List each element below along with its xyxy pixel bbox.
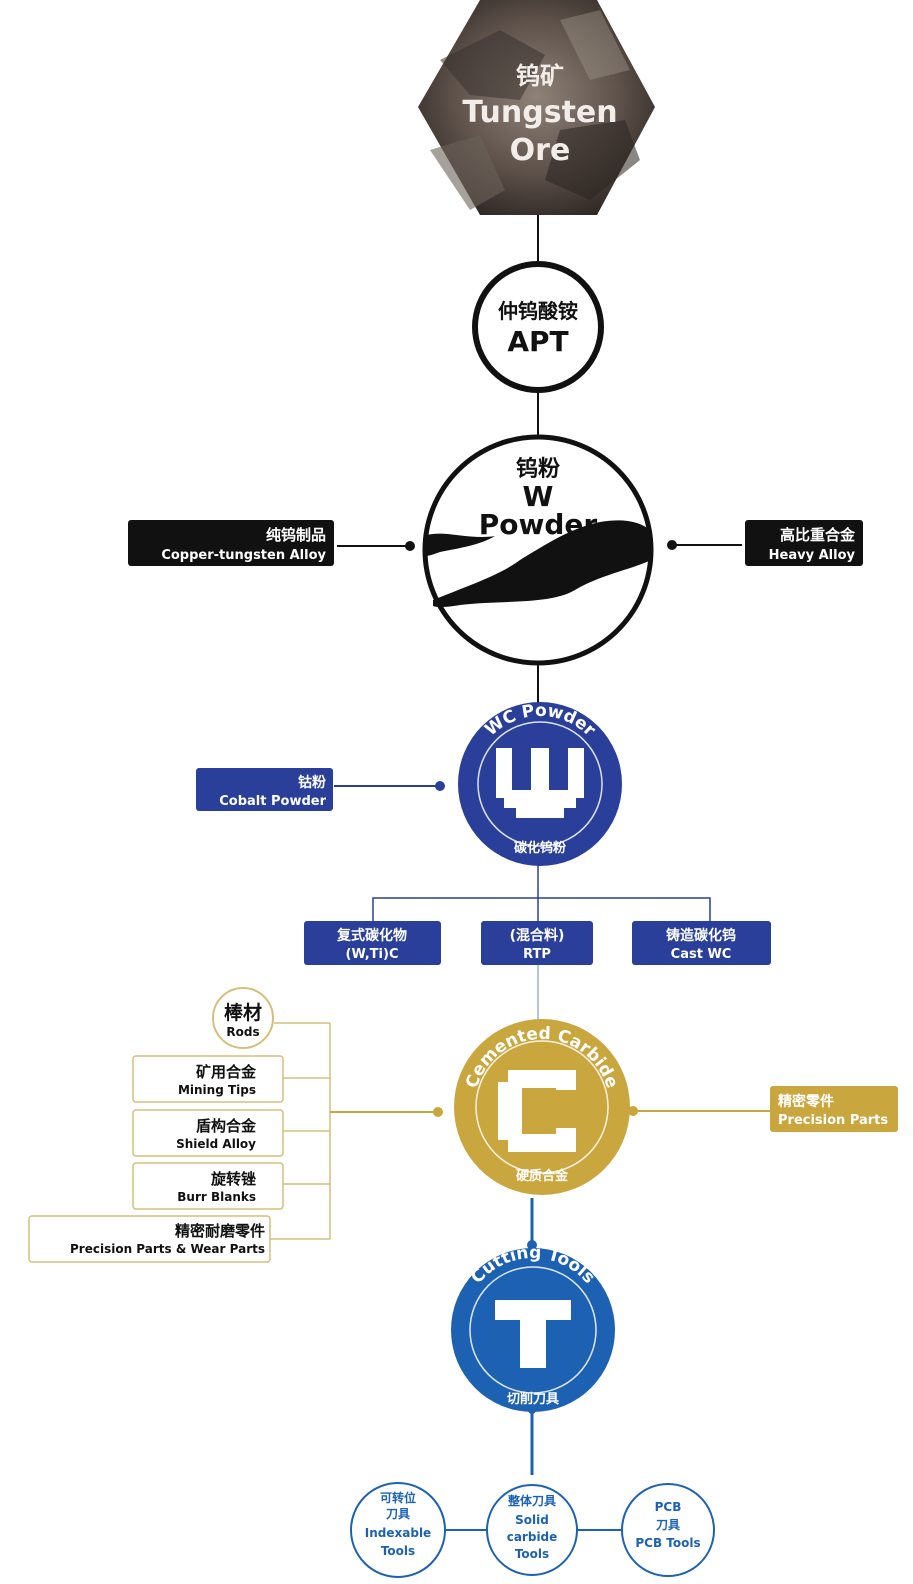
tool-line: Indexable <box>365 1526 431 1540</box>
tool-line: 刀具 <box>386 1507 410 1521</box>
carbide-product-en: Precision Parts & Wear Parts <box>70 1242 265 1256</box>
carbide-product-shield-alloy: 盾构合金 Shield Alloy <box>132 1109 284 1157</box>
copper-tungsten-en: Copper-tungsten Alloy <box>161 548 326 563</box>
apt-node: 仲钨酸铵 APT <box>472 261 604 393</box>
precision-parts-cn: 精密零件 <box>778 1093 834 1110</box>
w-powder-cn-label: 钨粉 <box>516 457 560 482</box>
w-powder-node: 钨粉 W Powder <box>422 434 654 666</box>
intermediate-cn: (混合料) <box>510 927 565 944</box>
intermediate-en: Cast WC <box>671 947 732 962</box>
cobalt-powder-cn: 钴粉 <box>298 774 326 791</box>
rods-cn: 棒材 <box>224 1001 262 1024</box>
intermediate-en: (W,Ti)C <box>346 947 399 962</box>
carbide-product-cn: 矿用合金 <box>196 1063 257 1081</box>
w-letter-icon <box>496 748 584 818</box>
cutting-tools-cn-label: 切削刀具 <box>507 1391 559 1407</box>
cutting-tools-node: Cutting Tools 切削刀具 <box>451 1243 615 1412</box>
tool-line: 可转位 <box>380 1490 416 1505</box>
tool-line: Tools <box>515 1547 549 1561</box>
carbide-product-cn: 旋转锉 <box>210 1170 256 1188</box>
carbide-product-precision-wear-parts: 精密耐磨零件 Precision Parts & Wear Parts <box>28 1215 271 1263</box>
wc-powder-node: WC Powder 碳化钨粉 <box>458 701 622 866</box>
intermediate-box-wtic: 复式碳化物 (W,Ti)C <box>304 921 441 965</box>
tool-line: 刀具 <box>656 1518 680 1532</box>
rods-en: Rods <box>226 1025 259 1039</box>
carbide-product-cn: 盾构合金 <box>196 1117 257 1135</box>
ore-cn-label: 钨矿 <box>516 62 564 90</box>
carbide-product-en: Burr Blanks <box>177 1190 256 1204</box>
heavy-alloy-box: 高比重合金 Heavy Alloy <box>745 520 863 566</box>
heavy-alloy-cn: 高比重合金 <box>780 526 856 544</box>
intermediate-cn: 铸造碳化钨 <box>666 927 736 944</box>
intermediate-en: RTP <box>523 947 551 962</box>
tool-line: Tools <box>381 1544 415 1558</box>
copper-tungsten-cn: 纯钨制品 <box>266 526 326 544</box>
heavy-alloy-en: Heavy Alloy <box>769 548 856 563</box>
powder-hill-icon <box>426 533 495 556</box>
cobalt-powder-box: 钴粉 Cobalt Powder <box>196 768 333 811</box>
w-powder-en-label-1: W <box>523 480 554 513</box>
carbide-product-mining-tips: 矿用合金 Mining Tips <box>132 1055 284 1103</box>
tool-line: PCB Tools <box>635 1536 700 1550</box>
connectors <box>270 215 770 1531</box>
precision-parts-box: 精密零件 Precision Parts <box>770 1086 898 1132</box>
tool-type-pcb: PCB 刀具 PCB Tools <box>621 1483 715 1577</box>
ore-en-label-2: Ore <box>510 133 571 168</box>
carbide-product-burr-blanks: 旋转锉 Burr Blanks <box>132 1162 284 1210</box>
apt-cn-label: 仲钨酸铵 <box>498 299 578 323</box>
carbide-product-en: Mining Tips <box>178 1083 256 1097</box>
intermediate-box-cast-wc: 铸造碳化钨 Cast WC <box>632 921 771 965</box>
powder-mound-icon <box>433 520 651 608</box>
t-letter-icon <box>495 1300 571 1368</box>
rods-node: 棒材 Rods <box>212 987 274 1049</box>
ore-en-label-1: Tungsten <box>462 95 617 130</box>
w-powder-en-label-2: Powder <box>479 508 598 541</box>
c-letter-icon <box>498 1070 576 1152</box>
wc-powder-cn-label: 碳化钨粉 <box>514 840 566 856</box>
apt-en-label: APT <box>507 325 568 358</box>
tool-line: carbide <box>507 1530 558 1544</box>
cemented-carbide-cn-label: 硬质合金 <box>516 1168 569 1184</box>
tool-line: Solid <box>515 1513 549 1527</box>
intermediate-cn: 复式碳化物 <box>336 927 407 944</box>
tool-line: 整体刀具 <box>507 1493 556 1508</box>
tool-type-solid-carbide: 整体刀具 Solid carbide Tools <box>486 1484 578 1576</box>
carbide-product-en: Shield Alloy <box>176 1137 256 1151</box>
tool-type-indexable: 可转位 刀具 Indexable Tools <box>350 1482 446 1578</box>
precision-parts-en: Precision Parts <box>778 1113 888 1128</box>
carbide-product-cn: 精密耐磨零件 <box>175 1222 265 1240</box>
intermediate-box-rtp: (混合料) RTP <box>481 921 593 965</box>
cobalt-powder-en: Cobalt Powder <box>219 794 326 809</box>
copper-tungsten-box: 纯钨制品 Copper-tungsten Alloy <box>128 520 334 566</box>
tool-line: PCB <box>655 1500 682 1514</box>
cemented-carbide-node: Cemented Carbide 硬质合金 <box>454 1019 630 1195</box>
tungsten-ore-node: 钨矿 Tungsten Ore <box>418 0 655 215</box>
